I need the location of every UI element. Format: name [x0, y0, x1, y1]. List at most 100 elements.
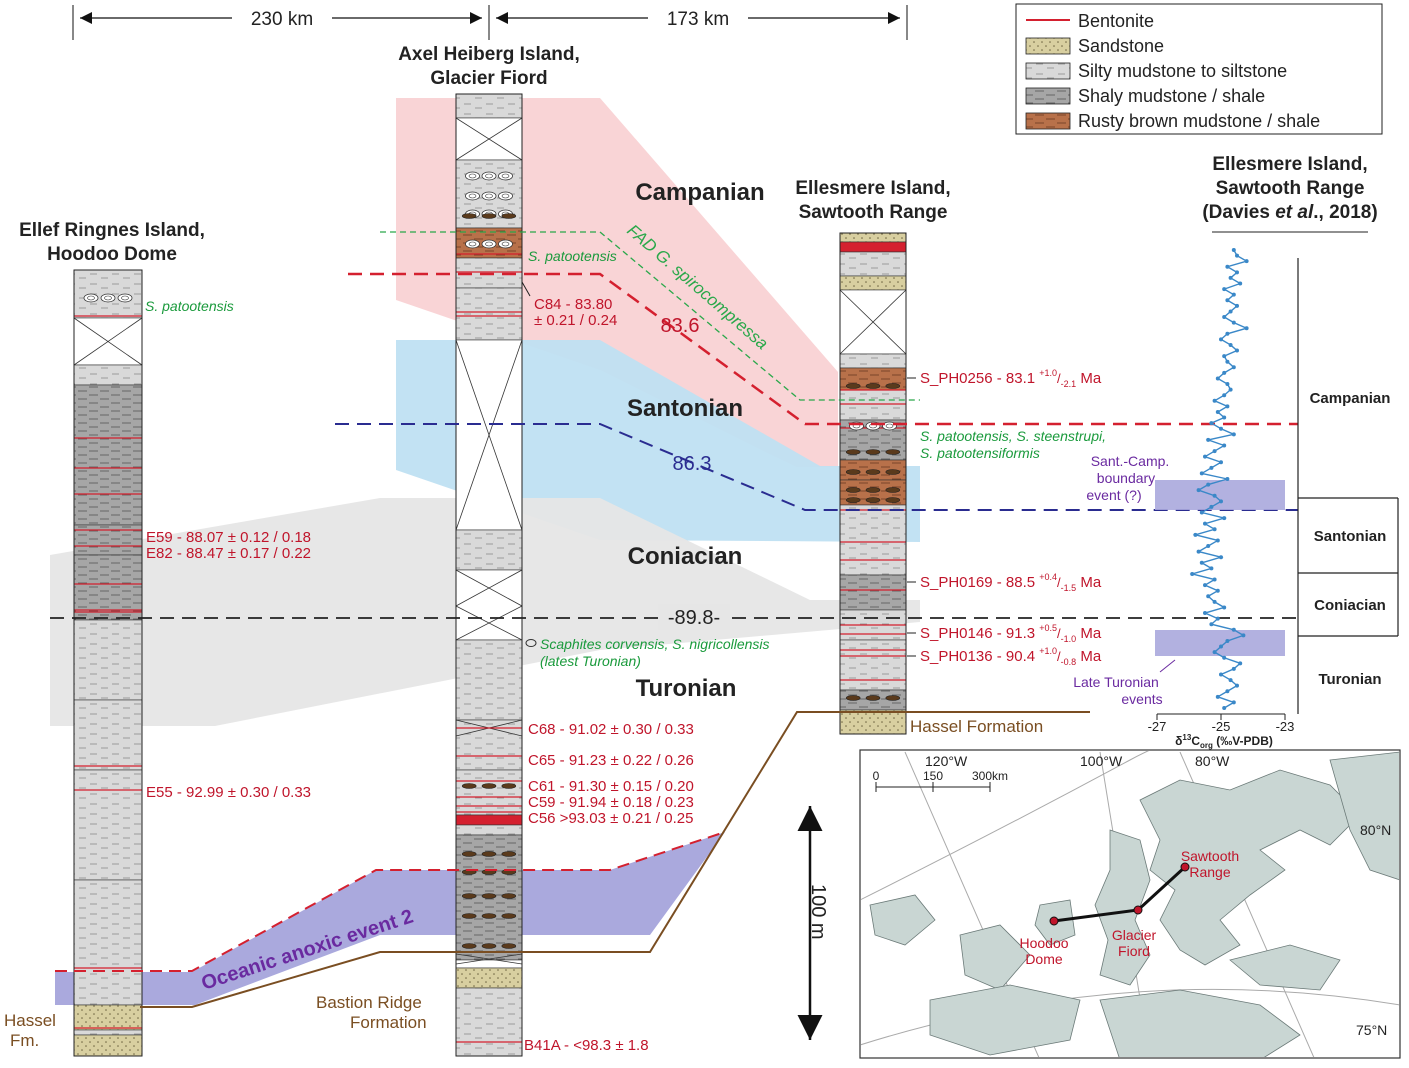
ellesmere-s169: S_PH0169 - 88.5 +0.4/-1.5 Ma	[920, 572, 1102, 593]
isotope-tick-3: -23	[1276, 719, 1295, 734]
ellef-column-outline	[73, 269, 143, 1057]
axel-c56: C56 >93.03 ± 0.21 / 0.25	[528, 810, 693, 827]
isotope-point	[1228, 342, 1233, 347]
sant-camp-event-band	[1155, 480, 1285, 510]
axel-column-ammonite	[465, 239, 480, 249]
ellef-fossil: S. patootensis	[145, 298, 234, 314]
ellef-column-bed	[73, 1004, 143, 1031]
axel-column-concretion	[481, 913, 497, 919]
axel-labels: S. patootensis C84 - 83.80 ± 0.21 / 0.24…	[316, 248, 770, 1054]
axel-c84b: ± 0.21 / 0.24	[534, 312, 617, 329]
distance-scale: 230 km 173 km	[72, 5, 908, 40]
isotope-point	[1212, 599, 1217, 604]
ellesmere-column-concretion	[885, 449, 901, 455]
axel-title-2: Glacier Fiord	[430, 68, 547, 89]
iso-stage-coniacian: Coniacian	[1314, 597, 1386, 614]
ellef-column-bed	[73, 364, 143, 386]
ellef-column-ammonite	[83, 293, 99, 303]
isotope-point	[1231, 627, 1236, 632]
ellef-column-bed	[73, 554, 143, 621]
oae2-band	[55, 832, 725, 1005]
ellesmere-title-1: Ellesmere Island,	[795, 178, 950, 199]
map-scale-300: 300km	[972, 769, 1008, 783]
ellesmere-column-concretion	[885, 497, 901, 503]
stage-coniacian: Coniacian	[628, 543, 743, 570]
ellesmere-column-concretion	[845, 487, 861, 493]
iso-stage-santonian: Santonian	[1314, 528, 1387, 545]
section-titles: Ellef Ringnes Island, Hoodoo Dome Axel H…	[19, 44, 1378, 265]
isotope-point	[1231, 700, 1236, 705]
iso-stage-campanian: Campanian	[1310, 390, 1391, 407]
isotope-point	[1199, 560, 1204, 565]
ellef-column	[73, 269, 143, 1057]
event-late-turonian-1: Late Turonian	[1073, 674, 1159, 690]
ellef-column-bed	[73, 769, 143, 881]
isotope-point	[1238, 661, 1243, 666]
axel-column-concretion	[501, 851, 517, 857]
boundary-lines	[50, 231, 1298, 1008]
ellesmere-fossil-2: S. patootensiformis	[920, 445, 1040, 461]
ellesmere-column-concretion	[865, 695, 881, 701]
distance-230: 230 km	[251, 9, 313, 30]
isotope-point	[1231, 320, 1236, 325]
boundary-label-86-3: 86.3	[673, 453, 712, 475]
axel-title-1: Axel Heiberg Island,	[398, 44, 580, 65]
ellef-column-ammonite	[121, 295, 129, 301]
isotope-point	[1212, 449, 1217, 454]
isotope-point	[1222, 393, 1227, 398]
land-south-2	[1099, 989, 1301, 1057]
isotope-point	[1215, 616, 1220, 621]
ellesmere-column-bed	[839, 709, 907, 735]
isotope-point	[1219, 337, 1223, 342]
ellef-e59: E59 - 88.07 ± 0.12 / 0.18	[146, 529, 311, 546]
isotope-point	[1222, 655, 1227, 660]
davies-title-1: Ellesmere Island,	[1212, 154, 1367, 175]
ellesmere-fossil-1: S. patootensis, S. steenstrupi,	[920, 428, 1106, 444]
stratigraphic-columns	[73, 93, 907, 1057]
axel-column-ammonite	[498, 191, 513, 201]
legend-box	[1015, 3, 1383, 135]
isotope-point	[1235, 303, 1239, 308]
axel-column-ammonite	[468, 193, 477, 199]
stage-names: Campanian Santonian Coniacian Turonian	[627, 179, 765, 702]
isotope-point	[1212, 577, 1217, 582]
ellef-column-ammonite	[117, 293, 133, 303]
ellesmere-labels: S_PH0256 - 83.1 +1.0/-2.1 Ma S. patooten…	[907, 368, 1106, 736]
map-hoodoo-2: Dome	[1025, 951, 1063, 967]
ellesmere-column-concretion	[845, 497, 861, 503]
axel-column-covered	[455, 605, 523, 641]
ellesmere-column-covered	[839, 289, 907, 355]
axel-column-ammonite	[498, 239, 513, 249]
legend-swatch-sandstone	[1025, 37, 1071, 55]
isotope-point	[1244, 326, 1249, 331]
ellef-column-bed	[73, 1034, 143, 1057]
axel-column-ammonite	[481, 239, 497, 249]
axel-fossil: S. patootensis	[528, 248, 617, 264]
legend-label-rusty: Rusty brown mudstone / shale	[1078, 111, 1320, 131]
isotope-point	[1231, 248, 1236, 252]
ellef-e82: E82 - 88.47 ± 0.17 / 0.22	[146, 545, 311, 562]
map-lon-80: 80°W	[1195, 753, 1230, 769]
isotope-point	[1212, 398, 1217, 403]
map-lat-75: 75°N	[1356, 1022, 1387, 1038]
axel-column-ammonite	[501, 173, 510, 179]
isotope-point	[1225, 264, 1230, 269]
ellesmere-column-concretion	[885, 695, 901, 701]
axel-column-ammonite	[501, 241, 510, 247]
axel-column-ammonite	[498, 171, 513, 181]
map-hoodoo-1: Hoodoo	[1019, 935, 1068, 951]
isotope-point	[1231, 432, 1236, 437]
isotope-point	[1222, 415, 1227, 420]
isotope-point	[1219, 499, 1223, 504]
location-map: 120°W 100°W 80°W 80°N 75°N 0 150 300km H…	[859, 749, 1401, 1059]
event-sant-camp-2: boundary	[1097, 470, 1155, 486]
ellesmere-column-bed	[839, 232, 907, 243]
land-west-2	[959, 924, 1031, 991]
isotope-point	[1215, 376, 1220, 381]
ellef-column-bed	[73, 879, 143, 1006]
isotope-point	[1225, 298, 1230, 303]
legend-label-silty: Silty mudstone to siltstone	[1078, 61, 1287, 81]
isotope-point	[1222, 605, 1227, 610]
isotope-point	[1231, 365, 1236, 370]
